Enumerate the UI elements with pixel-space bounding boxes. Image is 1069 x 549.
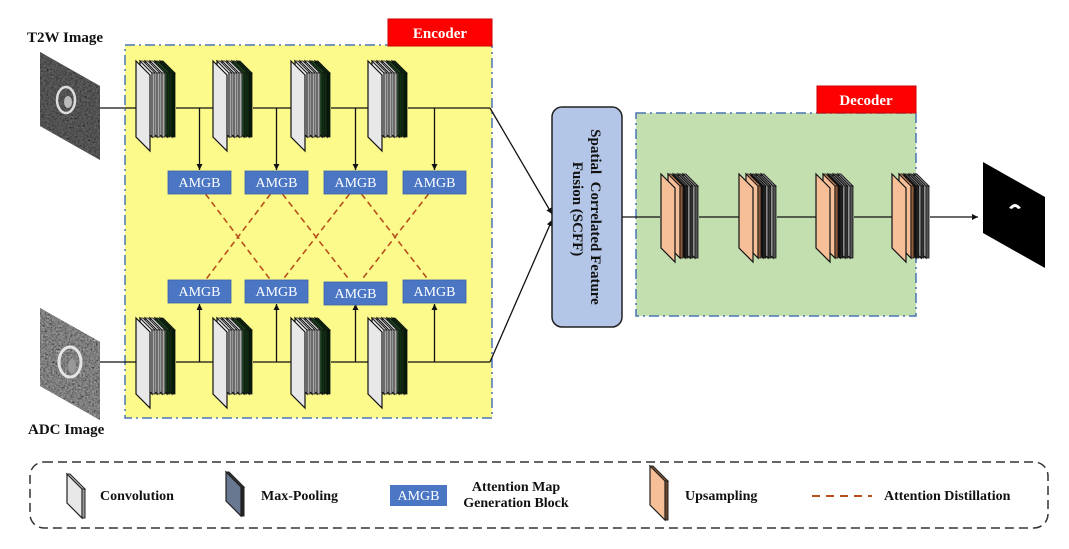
scff-label-line2: Fusion (SCFF) bbox=[569, 162, 585, 257]
amgb-bottom-4[interactable]: AMGB bbox=[402, 279, 467, 304]
amgb-box bbox=[244, 279, 309, 304]
amgb-top-2[interactable]: AMGB bbox=[244, 170, 309, 195]
decoder-upsampling-block-1[interactable] bbox=[660, 172, 699, 264]
attention-distillation-line bbox=[204, 193, 272, 281]
amgb-label: AMGB bbox=[334, 287, 376, 302]
amgb-bottom-row: AMGB AMGB AMGB AMGB bbox=[167, 279, 467, 306]
amgb-label: AMGB bbox=[413, 285, 455, 300]
legend-amgb-box bbox=[390, 485, 447, 506]
adc-conv-block-4[interactable] bbox=[367, 316, 408, 410]
encoder-bottom-to-scff bbox=[489, 219, 553, 363]
t2w-conv-block-3[interactable] bbox=[290, 59, 331, 153]
amgb-label: AMGB bbox=[178, 176, 220, 191]
legend-upsampling-label: Upsampling bbox=[685, 489, 757, 504]
legend-convolution-label: Convolution bbox=[100, 489, 174, 504]
amgb-top-3[interactable]: AMGB bbox=[323, 170, 388, 195]
encoder-tag-label: Encoder bbox=[413, 26, 468, 42]
amgb-box bbox=[402, 279, 467, 304]
amgb-box bbox=[323, 170, 388, 195]
decoder-tag-label: Decoder bbox=[839, 93, 893, 109]
decoder-upsampling-block-2[interactable] bbox=[738, 172, 777, 264]
decoder-stream bbox=[660, 172, 930, 264]
encoder-t2w-stream bbox=[135, 59, 408, 153]
adc-conv-block-2[interactable] bbox=[212, 316, 253, 410]
adc-image-label: ADC Image bbox=[28, 422, 105, 438]
attention-distillation-lines bbox=[204, 193, 430, 281]
amgb-top-4[interactable]: AMGB bbox=[402, 170, 467, 195]
amgb-bottom-1[interactable]: AMGB bbox=[167, 279, 232, 304]
t2w-mri-image bbox=[40, 52, 100, 160]
amgb-box bbox=[167, 279, 232, 304]
encoder-adc-stream bbox=[135, 316, 408, 410]
amgb-box bbox=[402, 170, 467, 195]
legend-convolution-icon bbox=[65, 472, 87, 520]
decoder-tag bbox=[816, 85, 917, 114]
encoder-top-to-scff bbox=[489, 107, 553, 215]
scff-fusion-block[interactable] bbox=[551, 106, 623, 328]
legend-max-pooling-label: Max-Pooling bbox=[261, 489, 338, 504]
t2w-conv-block-4[interactable] bbox=[367, 59, 408, 153]
legend-upsampling-icon bbox=[648, 464, 670, 522]
legend-attention-distillation-label: Attention Distillation bbox=[884, 489, 1011, 504]
t2w-image-label: T2W Image bbox=[27, 30, 103, 46]
legend-border bbox=[29, 461, 1049, 529]
amgb-label: AMGB bbox=[255, 176, 297, 191]
amgb-label: AMGB bbox=[255, 285, 297, 300]
connector-lines bbox=[100, 107, 978, 363]
attention-distillation-line bbox=[281, 193, 351, 281]
amgb-box bbox=[244, 170, 309, 195]
t2w-conv-block-1[interactable] bbox=[135, 59, 176, 153]
amgb-bottom-2[interactable]: AMGB bbox=[244, 279, 309, 304]
adc-conv-block-1[interactable] bbox=[135, 316, 176, 410]
legend-amgb-label-line1: Attention Map bbox=[472, 480, 560, 495]
adc-conv-block-3[interactable] bbox=[290, 316, 331, 410]
amgb-label: AMGB bbox=[334, 176, 376, 191]
amgb-bottom-3[interactable]: AMGB bbox=[323, 281, 388, 306]
legend-max-pooling-icon bbox=[224, 470, 246, 518]
legend-amgb-label-line2: Generation Block bbox=[463, 496, 569, 511]
t2w-conv-block-2[interactable] bbox=[212, 59, 253, 153]
amgb-top-row: AMGB AMGB AMGB AMGB bbox=[167, 170, 467, 195]
legend: Convolution Max-Pooling AMGB Attention M… bbox=[29, 461, 1049, 529]
scff-label-line1: Spatial Correlated Feature bbox=[587, 129, 603, 305]
encoder-tag bbox=[387, 18, 493, 47]
output-segmentation-mask bbox=[983, 162, 1045, 268]
decoder-upsampling-block-3[interactable] bbox=[815, 172, 854, 264]
attention-distillation-line bbox=[360, 193, 430, 281]
amgb-label: AMGB bbox=[413, 176, 455, 191]
amgb-box bbox=[323, 281, 388, 306]
amgb-top-1[interactable]: AMGB bbox=[167, 170, 232, 195]
adc-mri-image bbox=[40, 308, 100, 420]
amgb-box bbox=[167, 170, 232, 195]
legend-amgb-box-label: AMGB bbox=[397, 489, 439, 504]
decoder-upsampling-block-4[interactable] bbox=[891, 172, 930, 264]
amgb-label: AMGB bbox=[178, 285, 220, 300]
